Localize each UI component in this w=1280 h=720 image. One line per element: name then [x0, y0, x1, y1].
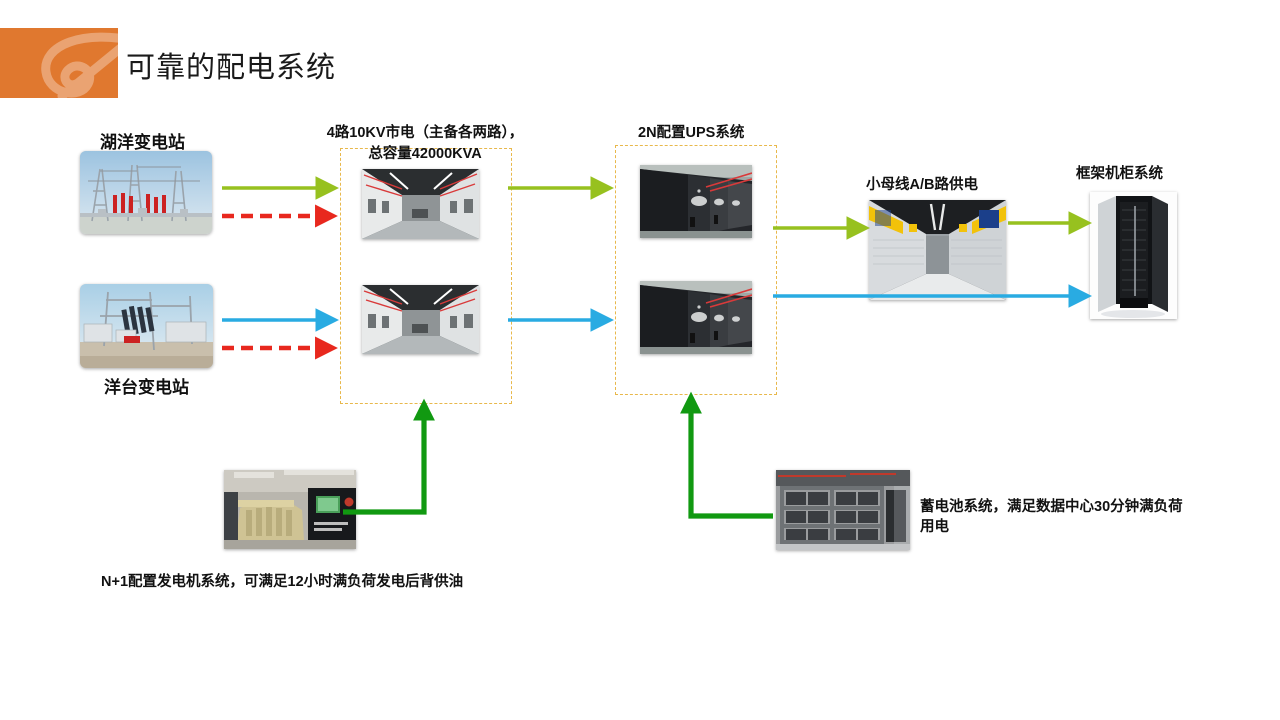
caption-generator: N+1配置发电机系统，可满足12小时满负荷发电后背供油	[101, 574, 464, 590]
swirl-decoration-icon	[41, 32, 118, 98]
photo-busbar-aisle	[869, 200, 1006, 300]
photo-switchgear-a	[362, 169, 479, 239]
photo-switchgear-b	[362, 285, 479, 354]
page-title: 可靠的配电系统	[126, 52, 337, 84]
photo-server-rack	[1090, 192, 1177, 319]
caption-battery-line-2: 用电	[920, 519, 949, 535]
label-utility-line-2: 总容量42000KVA	[368, 146, 482, 162]
label-busbar: 小母线A/B路供电	[866, 177, 978, 193]
photo-generator	[224, 470, 356, 549]
arrow-battery-to-ups	[680, 391, 773, 519]
label-substation-1: 湖洋变电站	[100, 133, 185, 152]
photo-battery	[776, 470, 910, 550]
label-ups-system: 2N配置UPS系统	[638, 125, 745, 141]
photo-ups-b	[640, 281, 752, 354]
label-substation-2: 洋台变电站	[104, 378, 189, 397]
photo-ups-a	[640, 165, 752, 238]
label-utility-line-1: 4路10KV市电（主备各两路），	[326, 125, 524, 141]
title-banner	[0, 28, 118, 98]
caption-battery-line-1: 蓄电池系统，满足数据中心30分钟满负荷	[920, 499, 1183, 515]
photo-substation-2	[80, 284, 213, 368]
photo-substation-1	[80, 151, 212, 234]
label-rack-system: 框架机柜系统	[1076, 166, 1163, 182]
